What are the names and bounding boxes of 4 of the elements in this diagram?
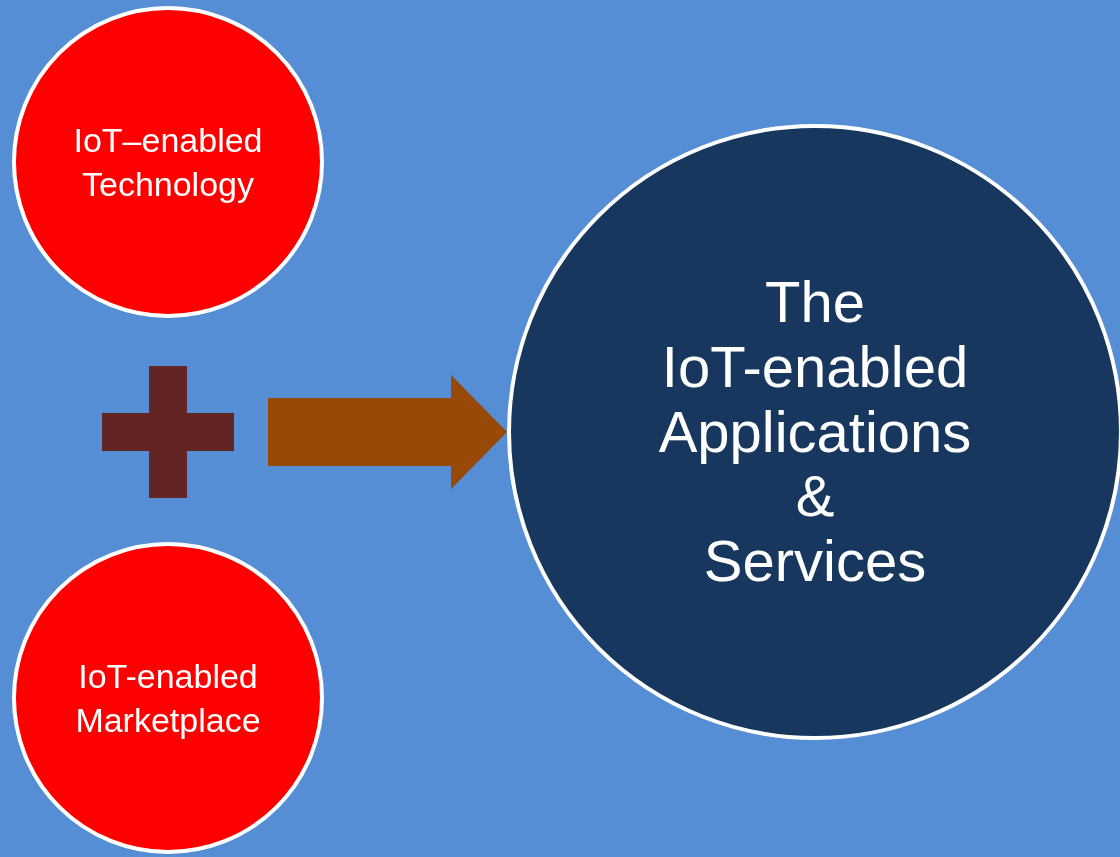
node-label: The IoT-enabled Applications & Services	[657, 269, 973, 595]
arrow	[268, 375, 507, 489]
node-label: IoT-enabled Marketplace	[74, 655, 262, 741]
node-label: IoT–enabled Technology	[72, 119, 264, 205]
